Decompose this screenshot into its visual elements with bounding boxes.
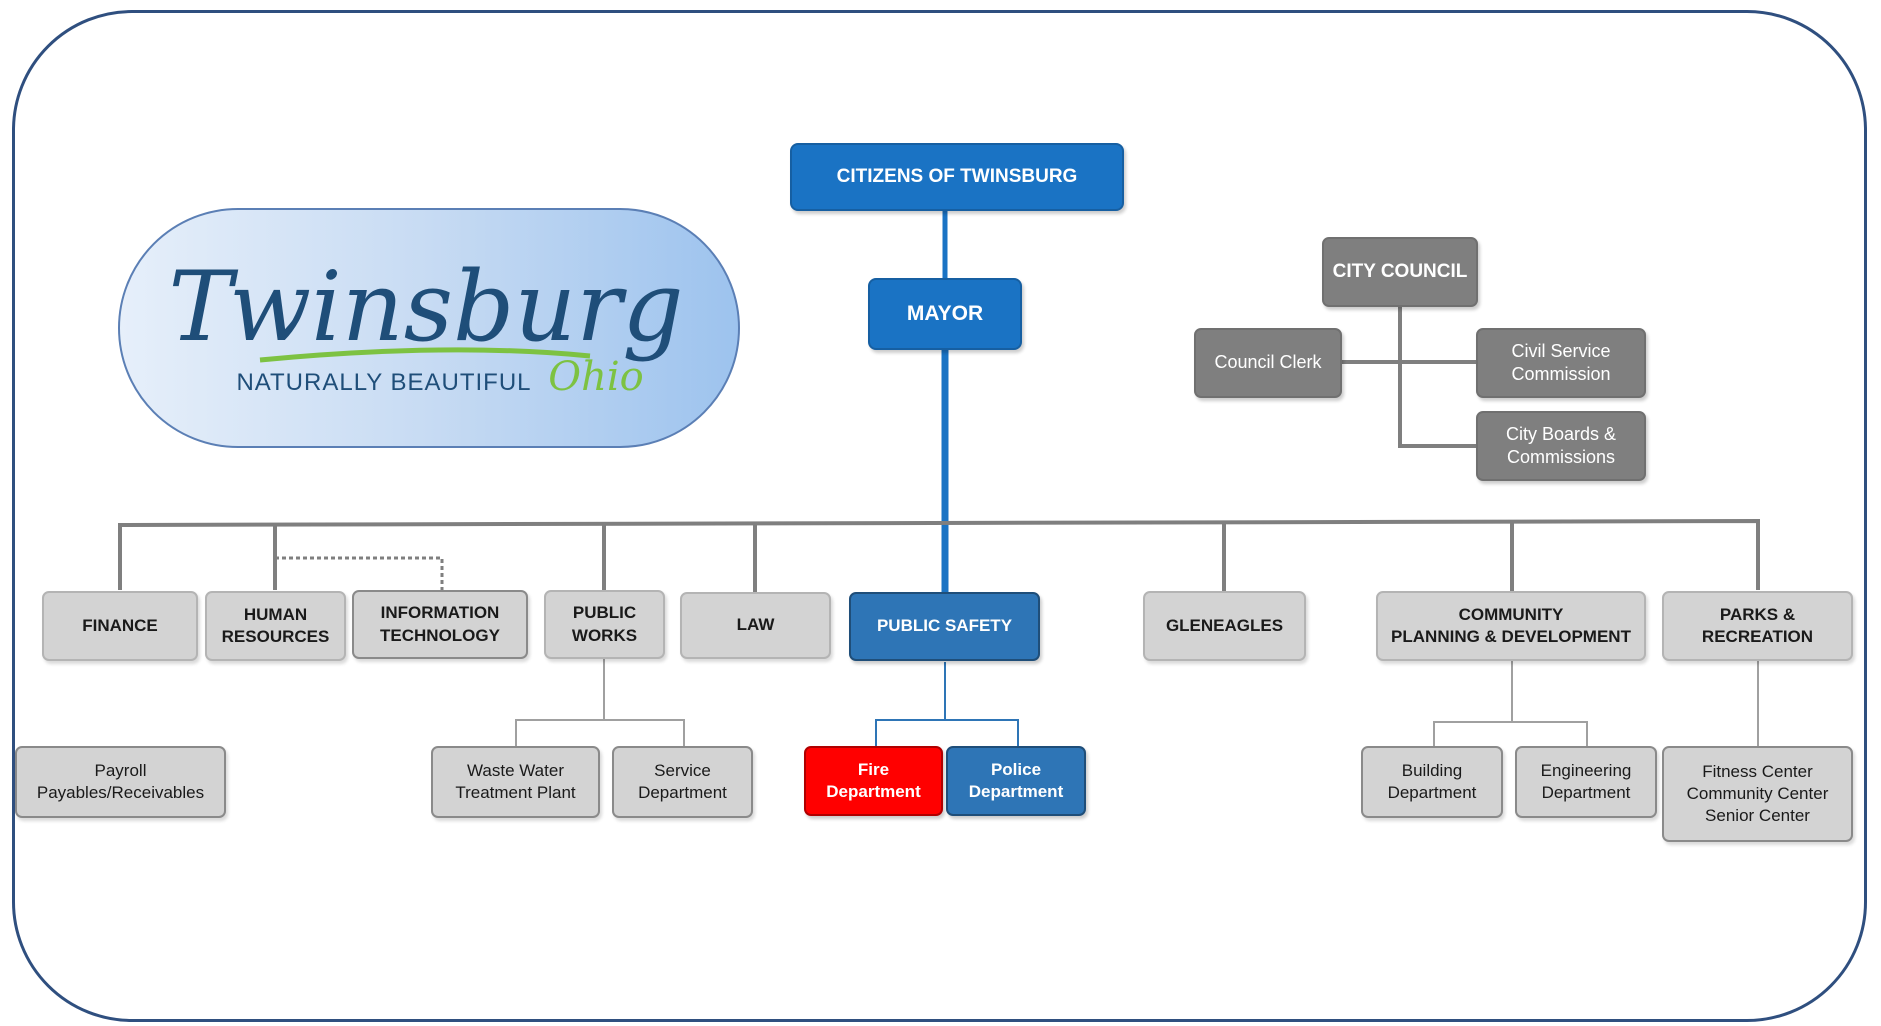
public-works-line1: PUBLIC (572, 603, 637, 623)
civil-service-line1: Civil Service (1511, 340, 1611, 361)
finance-label: FINANCE (82, 615, 158, 635)
citizens-box: CITIZENS OF TWINSBURG (790, 143, 1124, 211)
gleneagles-box: GLENEAGLES (1143, 591, 1306, 661)
civil-service-box: Civil Service Commission (1476, 328, 1646, 398)
payroll-line1: Payroll (94, 760, 147, 780)
building-line2: Department (1387, 783, 1477, 802)
parks-line2: RECREATION (1701, 627, 1814, 646)
it-line2: TECHNOLOGY (380, 625, 500, 645)
community-line2: PLANNING & DEVELOPMENT (1391, 627, 1631, 646)
engineering-department-box: Engineering Department (1515, 746, 1657, 818)
council-clerk-label: Council Clerk (1214, 352, 1322, 373)
hr-line2: RESOURCES (221, 627, 330, 646)
logo-state: Ohio (548, 354, 643, 400)
fire-department-box: Fire Department (804, 746, 943, 816)
engineering-line1: Engineering (1540, 760, 1632, 780)
police-line1: Police (990, 759, 1042, 779)
waste-water-box: Waste Water Treatment Plant (431, 746, 600, 818)
payroll-box: Payroll Payables/Receivables (15, 746, 226, 818)
building-department-box: Building Department (1361, 746, 1503, 818)
parks-recreation-box: PARKS & RECREATION (1662, 591, 1853, 661)
mayor-box: MAYOR (868, 278, 1022, 350)
public-safety-box: PUBLIC SAFETY (849, 592, 1040, 661)
gleneagles-label: GLENEAGLES (1165, 615, 1284, 635)
law-box: LAW (680, 592, 831, 659)
finance-box: FINANCE (42, 591, 198, 661)
city-boards-box: City Boards & Commissions (1476, 411, 1646, 481)
civil-service-line2: Commission (1511, 364, 1611, 384)
community-center-label: Community Center (1686, 783, 1829, 803)
city-council-box: CITY COUNCIL (1322, 237, 1478, 307)
hr-line1: HUMAN (243, 604, 308, 624)
logo-wordmark: Twinsburg (168, 251, 683, 363)
public-works-line2: WORKS (571, 625, 638, 645)
parks-line1: PARKS & (1719, 604, 1796, 624)
fitness-center-label: Fitness Center (1702, 761, 1813, 781)
recreation-centers-box: Fitness Center Community Center Senior C… (1662, 746, 1853, 842)
waste-water-line2: Treatment Plant (455, 783, 576, 802)
building-line1: Building (1401, 760, 1463, 780)
law-label: LAW (736, 615, 775, 635)
mayor-label: MAYOR (906, 302, 984, 326)
city-boards-line1: City Boards & (1505, 423, 1617, 444)
it-line1: INFORMATION (380, 603, 500, 623)
council-clerk-box: Council Clerk (1194, 328, 1342, 398)
police-line2: Department (968, 782, 1064, 801)
information-technology-box: INFORMATION TECHNOLOGY (352, 590, 528, 659)
twinsburg-logo: Twinsburg NATURALLY BEAUTIFUL Ohio (118, 208, 740, 448)
payroll-line2: Payables/Receivables (36, 783, 205, 802)
diagram-frame (12, 10, 1867, 1022)
service-department-box: Service Department (612, 746, 753, 818)
senior-center-label: Senior Center (1705, 806, 1810, 826)
human-resources-box: HUMAN RESOURCES (205, 591, 346, 661)
public-works-box: PUBLIC WORKS (544, 590, 665, 659)
city-boards-line2: Commissions (1506, 447, 1616, 467)
public-safety-label: PUBLIC SAFETY (876, 616, 1013, 636)
fire-line1: Fire (857, 759, 890, 779)
logo-tagline: NATURALLY BEAUTIFUL (236, 369, 531, 396)
community-planning-box: COMMUNITY PLANNING & DEVELOPMENT (1376, 591, 1646, 661)
city-council-label: CITY COUNCIL (1332, 260, 1468, 282)
service-line1: Service (654, 760, 711, 780)
waste-water-line1: Waste Water (467, 760, 564, 780)
service-line2: Department (638, 783, 727, 802)
police-department-box: Police Department (946, 746, 1086, 816)
community-line1: COMMUNITY (1458, 604, 1564, 624)
fire-line2: Department (826, 782, 921, 801)
citizens-label: CITIZENS OF TWINSBURG (836, 165, 1078, 187)
engineering-line2: Department (1541, 783, 1631, 802)
